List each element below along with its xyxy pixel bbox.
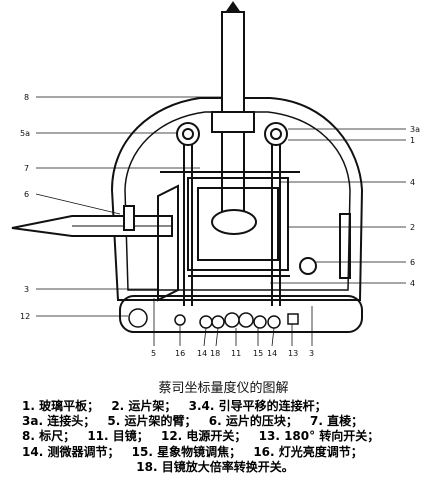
legend-item: 5. 运片架的臂；: [107, 414, 196, 428]
carriage-side-left: [157, 184, 179, 302]
legend-key: 2.: [111, 399, 125, 413]
legend-item: 3.4. 引导平移的连接杆；: [189, 399, 327, 413]
callout-right: 3a: [410, 125, 420, 134]
callout-bottom: 14: [197, 349, 207, 358]
legend-item: 8. 标尺；: [22, 429, 75, 443]
instrument-diagram: 8 5a 7 6 3 12 3a 1 4 2 6 4 5 16 14 18 11…: [11, 1, 420, 358]
micrometer-knob: [199, 315, 213, 329]
left-connector-core: [182, 128, 194, 140]
eyepiece-left: [224, 312, 240, 328]
callout-bottom: 3: [309, 349, 314, 358]
power-switch: [128, 308, 148, 328]
callout-bottom: 13: [288, 349, 298, 358]
callout-left: 8: [24, 93, 29, 102]
rotation-switch: [287, 313, 299, 325]
legend-text: 玻璃平板；: [39, 399, 100, 413]
callout-right: 2: [410, 223, 415, 232]
glass-plate: [197, 187, 279, 261]
legend-key: 5.: [107, 414, 121, 429]
legend-text: 引导平移的连接杆；: [218, 399, 327, 413]
legend-item: 16. 灯光亮度调节；: [253, 445, 362, 459]
callout-bottom: 16: [175, 349, 185, 358]
legend-key: 15.: [131, 444, 153, 459]
legend-text: 直棱；: [327, 414, 364, 429]
callout-right: 6: [410, 258, 415, 267]
callout-left: 5a: [20, 129, 30, 138]
column-block: [211, 111, 255, 133]
legend-line: 8. 标尺； 11. 目镜； 12. 电源开关； 13. 180° 转向开关；: [22, 429, 442, 444]
legend-key: 1.: [22, 399, 35, 413]
legend-key: 13.: [258, 429, 280, 444]
legend-key: 14.: [22, 444, 44, 459]
star-plate-target: [211, 209, 257, 235]
legend-item: 2. 运片架；: [111, 399, 176, 413]
legend-key: 3.4.: [188, 399, 215, 413]
legend-key: 8.: [22, 429, 35, 444]
legend-line: 14. 测微器调节； 15. 星象物镜调焦； 16. 灯光亮度调节；: [22, 445, 442, 460]
base-plate: [119, 295, 363, 333]
legend-key: 12.: [160, 429, 183, 444]
callout-right: 4: [410, 178, 415, 187]
callout-right: 4: [410, 279, 415, 288]
legend-text: 标尺；: [39, 429, 76, 444]
legend-text: 电源开关；: [186, 429, 247, 444]
legend-text: 目镜放大倍率转换开关。: [161, 459, 294, 474]
legend-key: 11.: [87, 429, 109, 444]
callout-bottom: 11: [231, 349, 241, 358]
scale-column: [221, 11, 245, 123]
legend-key: 16.: [253, 444, 275, 459]
legend-line: 18. 目镜放大倍率转换开关。: [22, 460, 442, 475]
column-tip: [225, 1, 241, 13]
legend-item: 11. 目镜；: [87, 429, 148, 443]
callout-left: 12: [20, 312, 30, 321]
callout-bottom: 15: [253, 349, 263, 358]
callout-bottom: 18: [210, 349, 220, 358]
legend-text: 灯光亮度调节；: [278, 444, 363, 459]
plate-frame: [187, 177, 289, 271]
callout-bottom: 14: [267, 349, 277, 358]
callout-left: 6: [24, 190, 29, 199]
legend-text: 运片的压块；: [225, 414, 298, 429]
inner-housing: [124, 111, 351, 291]
legend-item: 14. 测微器调节；: [22, 445, 119, 459]
eyepiece-right: [238, 312, 254, 328]
legend-line: 3a. 连接头； 5. 运片架的臂； 6. 运片的压块； 7. 直棱；: [22, 414, 442, 429]
legend-item: 13. 180° 转向开关；: [259, 429, 380, 443]
legend-item: 15. 星象物镜调焦；: [132, 445, 241, 459]
legend-text: 连接头；: [47, 414, 96, 429]
left-clamp: [123, 205, 135, 231]
figure-caption: 蔡司坐标量度仪的图解: [158, 381, 289, 396]
legend-key: 18.: [136, 459, 158, 474]
callout-left: 7: [24, 164, 29, 173]
legend-item: 18. 目镜放大倍率转换开关。: [136, 460, 293, 474]
legend-item: 6. 运片的压块；: [209, 414, 298, 428]
legend-key: 7.: [310, 414, 323, 429]
legend-item: 12. 电源开关；: [161, 429, 246, 443]
legend-text: 运片架的臂；: [124, 414, 197, 429]
legend-item: 1. 玻璃平板；: [22, 399, 99, 413]
legend-item: 3a. 连接头；: [22, 414, 95, 428]
legend-item: 7. 直棱；: [310, 414, 363, 428]
legend-key: 6.: [208, 414, 222, 429]
legend-text: 星象物镜调焦；: [157, 444, 242, 459]
right-connector-core: [270, 128, 282, 140]
straight-edge-right: [339, 213, 351, 279]
legend-text: 测微器调节；: [47, 444, 120, 459]
callout-bottom: 5: [151, 349, 156, 358]
lamp-brightness-knob: [174, 314, 186, 326]
pressure-block: [299, 257, 317, 275]
callout-right: 1: [410, 136, 415, 145]
outer-housing: [110, 97, 364, 301]
legend-line: 1. 玻璃平板； 2. 运片架； 3.4. 引导平移的连接杆；: [22, 399, 442, 414]
micrometer-knob-right: [267, 315, 281, 329]
legend-text: 运片架；: [128, 399, 177, 413]
eyepiece-magnification-knob: [211, 315, 225, 329]
legend-key: 3a.: [22, 414, 44, 429]
legend-text: 180° 转向开关；: [284, 429, 380, 444]
callout-left: 3: [24, 285, 29, 294]
focus-knob: [253, 315, 267, 329]
legend: 1. 玻璃平板； 2. 运片架； 3.4. 引导平移的连接杆； 3a. 连接头；…: [22, 399, 442, 475]
legend-text: 目镜；: [112, 429, 149, 444]
